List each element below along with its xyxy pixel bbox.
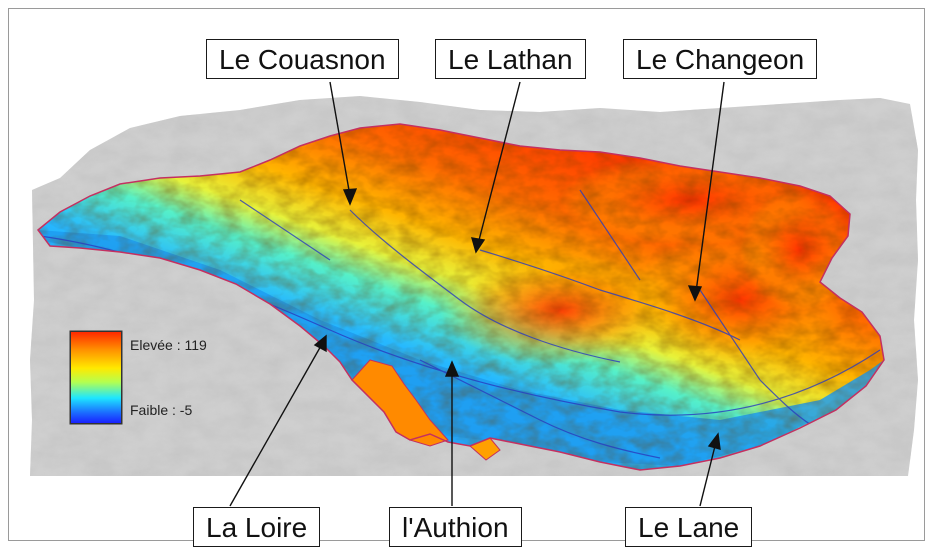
legend-gradient-bar — [70, 331, 122, 424]
label-l-authion: l'Authion — [389, 507, 522, 547]
legend-low-label: Faible : -5 — [130, 402, 193, 418]
label-la-loire: La Loire — [193, 507, 321, 547]
label-le-couasnon: Le Couasnon — [206, 39, 399, 79]
label-le-changeon: Le Changeon — [623, 39, 818, 79]
label-le-lane: Le Lane — [625, 507, 753, 547]
label-le-lathan: Le Lathan — [435, 39, 586, 79]
legend-high-label: Elevée : 119 — [130, 337, 207, 353]
